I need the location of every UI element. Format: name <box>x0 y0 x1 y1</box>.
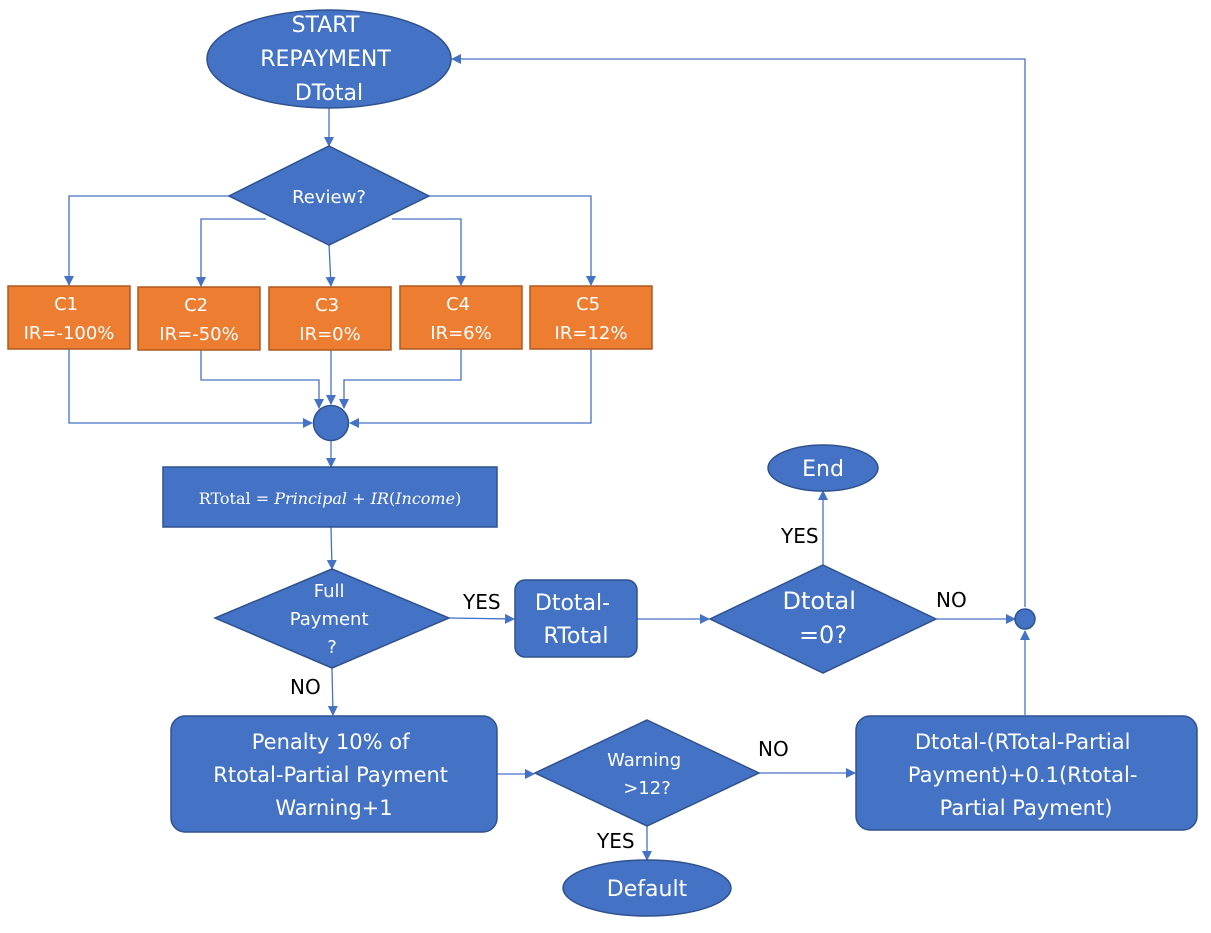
dtotal-zero-line-2: =0? <box>799 621 847 649</box>
svg-text:START REPAYMENT DT: START REPAYMENT DTotal <box>260 13 398 106</box>
svg-text:Penalty 10% of Rtotal-Pa: Penalty 10% of Rtotal-Partial Payment Wa… <box>213 730 454 820</box>
label-full-yes: YES <box>462 590 501 614</box>
edge-review-to-c2 <box>196 218 266 287</box>
c3-name: C3 <box>315 295 339 316</box>
svg-text:C5 IR=12%: C5 IR=12% <box>555 294 628 344</box>
default-label: Default <box>607 877 688 902</box>
start-node: START REPAYMENT DTotal <box>206 9 452 109</box>
default-node: Default <box>562 859 732 917</box>
edge-review-to-c5 <box>428 195 596 286</box>
start-line-2: REPAYMENT <box>260 47 391 72</box>
svg-text:Dtotal-(RTotal-Partial P: Dtotal-(RTotal-Partial Payment)+0.1(Rtot… <box>908 730 1144 820</box>
c1-name: C1 <box>54 294 78 315</box>
start-line-1: START <box>292 13 360 38</box>
svg-text:C4 IR=6%: C4 IR=6% <box>430 294 491 344</box>
edge-c2-to-join <box>200 349 324 409</box>
update-line-2: Payment)+0.1(Rtotal- <box>908 763 1138 787</box>
review-decision: Review? <box>227 145 431 246</box>
connectors <box>64 54 1030 861</box>
penalty-line-1: Penalty 10% of <box>252 730 410 754</box>
dtotal-minus-line-1: Dtotal- <box>535 591 610 616</box>
edge-rtotal-to-full <box>326 526 337 570</box>
penalty-line-2: Rtotal-Partial Payment <box>213 763 448 787</box>
svg-text:C2 IR=-50%: C2 IR=-50% <box>159 295 238 345</box>
edge-review-to-c3 <box>325 243 336 287</box>
c5-name: C5 <box>576 294 600 315</box>
svg-text:C3 IR=0%: C3 IR=0% <box>299 295 360 345</box>
dtotal-zero-decision: Dtotal =0? <box>708 564 938 674</box>
rtotal-formula-box: RTotal = Principal + IR(Income) <box>162 466 498 528</box>
label-warning-no: NO <box>758 737 789 761</box>
edge-full-to-dtotal <box>448 613 515 624</box>
end-label: End <box>802 457 844 482</box>
warning-line-2: >12? <box>623 778 671 799</box>
rtotal-formula: RTotal = Principal + IR(Income) <box>199 489 462 508</box>
svg-text:C1 IR=-100%: C1 IR=-100% <box>24 294 115 344</box>
dtotal-minus-line-2: RTotal <box>543 624 608 649</box>
svg-text:Dtotal- RTotal: Dtotal- RTotal <box>535 591 617 649</box>
dtotal-zero-line-1: Dtotal <box>783 587 856 615</box>
edge-c5-to-join <box>349 349 592 428</box>
edge-review-to-c1 <box>64 195 231 286</box>
svg-text:Dtotal =0?: Dtotal =0? <box>783 587 864 649</box>
label-zero-no: NO <box>936 588 967 612</box>
review-label: Review? <box>292 187 366 208</box>
penalty-line-3: Warning+1 <box>275 796 392 820</box>
warning-line-1: Warning <box>607 750 681 771</box>
c3-rate: IR=0% <box>299 324 360 345</box>
case-c5: C5 IR=12% <box>529 285 653 350</box>
dtotal-update-box: Dtotal-(RTotal-Partial Payment)+0.1(Rtot… <box>855 715 1198 831</box>
full-line-3: ? <box>327 637 337 658</box>
label-warning-yes: YES <box>596 829 635 853</box>
c2-rate: IR=-50% <box>159 324 238 345</box>
case-c2: C2 IR=-50% <box>137 286 261 351</box>
case-c1: C1 IR=-100% <box>7 285 131 350</box>
end-node: End <box>767 444 879 492</box>
update-line-1: Dtotal-(RTotal-Partial <box>915 730 1131 754</box>
label-full-no: NO <box>290 675 321 699</box>
c1-rate: IR=-100% <box>24 323 115 344</box>
edge-c4-to-join <box>339 349 462 409</box>
edge-join2-to-start <box>451 54 1026 607</box>
join-circle <box>312 404 350 442</box>
join-circle-2 <box>1014 608 1036 630</box>
edge-c1-to-join <box>68 349 313 428</box>
full-line-1: Full <box>314 581 345 602</box>
edge-review-to-c4 <box>392 218 466 286</box>
label-zero-yes: YES <box>780 524 819 548</box>
c5-rate: IR=12% <box>555 323 628 344</box>
penalty-box: Penalty 10% of Rtotal-Partial Payment Wa… <box>170 715 498 833</box>
warning-decision: Warning >12? <box>533 719 761 827</box>
c4-name: C4 <box>446 294 470 315</box>
dtotal-minus-rtotal-box: Dtotal- RTotal <box>514 579 638 658</box>
case-c3: C3 IR=0% <box>268 286 392 351</box>
start-line-3: DTotal <box>295 81 363 106</box>
svg-text:Full Payment ?: Full Payment ? <box>290 581 375 658</box>
c2-name: C2 <box>184 295 208 316</box>
c4-rate: IR=6% <box>430 323 491 344</box>
update-line-3: Partial Payment) <box>940 796 1113 820</box>
full-payment-decision: Full Payment ? <box>213 568 451 669</box>
edge-full-to-penalty <box>327 667 338 716</box>
full-line-2: Payment <box>290 609 369 630</box>
case-c4: C4 IR=6% <box>399 285 523 350</box>
svg-text:Warning >12?: Warning >12? <box>607 750 687 799</box>
